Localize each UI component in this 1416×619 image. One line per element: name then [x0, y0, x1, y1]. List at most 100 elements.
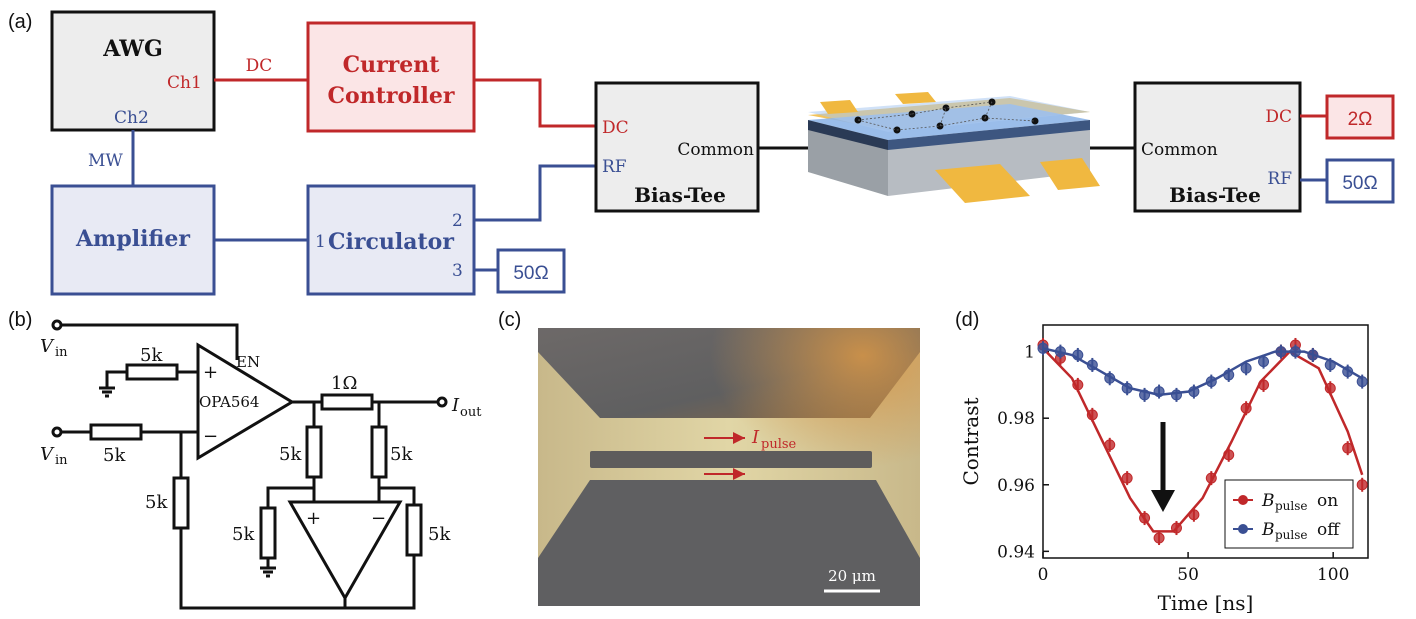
vin-top-sub: in	[55, 345, 68, 360]
fit-line-on	[1042, 347, 1364, 533]
data-point-on-2	[1072, 379, 1084, 391]
iout-sub: out	[460, 405, 482, 420]
panel-label-d: (d)	[955, 309, 979, 331]
data-point-off-3	[1086, 359, 1098, 371]
current-controller-line1: Current	[343, 52, 441, 78]
data-point-off-4	[1104, 372, 1116, 384]
data-point-on-17	[1324, 382, 1336, 394]
data-point-on-12	[1240, 402, 1252, 414]
data-point-off-1	[1054, 346, 1066, 358]
bias-tee-right-rf: RF	[1267, 169, 1292, 189]
panel-label-c: (c)	[498, 309, 521, 331]
legend-suffix-off: off	[1317, 520, 1341, 540]
termination-50-right-label: 50Ω	[1342, 173, 1377, 194]
data-point-off-9	[1188, 386, 1200, 398]
y-axis-label: Contrast	[959, 397, 983, 485]
x-tick-label-1: 50	[1177, 565, 1199, 585]
data-point-off-16	[1307, 349, 1319, 361]
y-tick-label-1: 0.96	[997, 476, 1035, 496]
bias-tee-left-rf: RF	[602, 157, 627, 177]
arrow-head	[1151, 490, 1175, 512]
opamp-label: OPA564	[199, 393, 259, 411]
data-point-on-7	[1153, 532, 1165, 544]
awg-box	[50, 10, 216, 132]
x-axis-label: Time [ns]	[1158, 591, 1254, 615]
pulse-current-sub: pulse	[761, 437, 797, 452]
pulse-current-label: I	[751, 427, 760, 448]
panel-label-a: (a)	[8, 11, 32, 33]
data-point-on-10	[1205, 472, 1217, 484]
vin-bottom-sub: in	[55, 453, 68, 468]
opamp-plus: +	[203, 362, 218, 383]
r-5k-top-label: 5k	[140, 345, 163, 366]
amplifier-label: Amplifier	[75, 226, 190, 252]
data-point-on-8	[1170, 522, 1182, 534]
data-point-off-13	[1258, 356, 1270, 368]
data-point-on-19	[1356, 479, 1368, 491]
data-point-off-18	[1342, 366, 1354, 378]
wire-circ-to-biastee	[474, 164, 596, 222]
bias-tee-right-title: Bias-Tee	[1169, 183, 1261, 207]
y-tick-label-2: 0.98	[997, 409, 1035, 429]
circulator-port1: 1	[315, 232, 326, 252]
termination-50-right-box	[1325, 158, 1395, 204]
termination-50-label: 50Ω	[513, 263, 548, 284]
x-tick-label-0: 0	[1038, 565, 1049, 585]
micrograph	[538, 328, 920, 606]
circulator-box	[306, 184, 476, 296]
circulator-port2: 2	[452, 211, 463, 231]
data-point-on-9	[1188, 509, 1200, 521]
awg-ch2-label: Ch2	[114, 108, 149, 128]
wire-cc-to-biastee	[474, 78, 596, 128]
circuit-schematic	[51, 319, 448, 610]
bias-tee-left-box	[594, 81, 760, 213]
bias-tee-right-common: Common	[1141, 140, 1218, 160]
dc-label: DC	[246, 56, 273, 76]
bias-tee-right-box	[1133, 81, 1302, 213]
data-point-off-19	[1356, 376, 1368, 388]
data-point-on-11	[1223, 449, 1235, 461]
data-point-on-5	[1121, 472, 1133, 484]
opamp2-plus: +	[306, 508, 321, 529]
amplifier-box	[50, 184, 216, 296]
awg-ch1-label: Ch1	[167, 73, 202, 93]
legend-sub-on: pulse	[1275, 499, 1308, 513]
circulator-port3: 3	[452, 261, 463, 281]
data-point-on-3	[1086, 409, 1098, 421]
legend-marker-off	[1238, 524, 1248, 534]
legend-box	[1224, 479, 1354, 549]
y-tick-label-0: 0.94	[997, 542, 1035, 562]
data-point-off-7	[1153, 386, 1165, 398]
data-point-on-6	[1139, 512, 1151, 524]
data-point-off-14	[1275, 346, 1287, 358]
data-point-off-12	[1240, 362, 1252, 374]
opamp2-minus: −	[371, 508, 386, 529]
data-point-on-4	[1104, 439, 1116, 451]
bias-tee-left-common: Common	[677, 140, 754, 160]
mw-label: MW	[88, 151, 123, 171]
bias-tee-left-title: Bias-Tee	[634, 183, 726, 207]
y-tick-label-3: 1	[1024, 343, 1035, 363]
termination-2-label: 2Ω	[1348, 109, 1373, 130]
legend-marker-on	[1238, 495, 1248, 505]
data-point-off-10	[1205, 376, 1217, 388]
iout-label: I	[451, 395, 460, 416]
r-5k-sense-right-label: 5k	[390, 444, 413, 465]
enable-label: EN	[236, 353, 260, 371]
data-point-off-6	[1139, 389, 1151, 401]
data-point-off-2	[1072, 349, 1084, 361]
data-point-on-18	[1342, 442, 1354, 454]
current-controller-line2: Controller	[328, 83, 455, 109]
scale-bar-label: 20 μm	[828, 567, 876, 585]
r-5k-sense-left-label: 5k	[279, 444, 302, 465]
data-point-off-17	[1324, 359, 1336, 371]
data-point-on-13	[1258, 379, 1270, 391]
vin-bottom-label: V	[40, 444, 55, 465]
vin-top-label: V	[40, 336, 55, 357]
termination-50-box	[496, 248, 566, 294]
data-point-off-11	[1223, 369, 1235, 381]
data-point-off-8	[1170, 389, 1182, 401]
